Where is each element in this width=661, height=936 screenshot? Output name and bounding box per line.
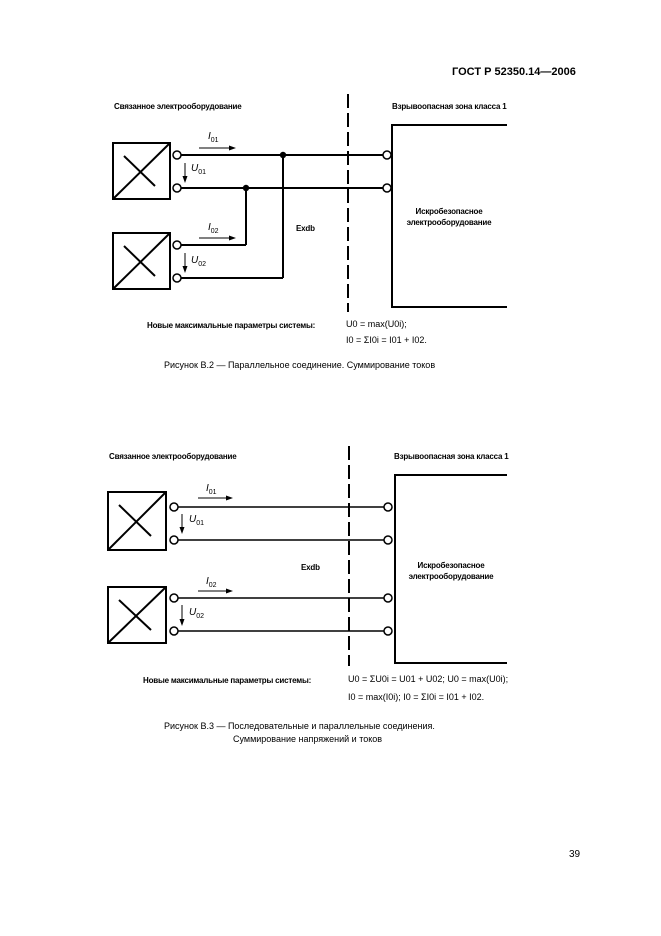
is-equipment-label-line2: электрооборудование bbox=[408, 572, 494, 581]
voltage-label-2: U02 bbox=[189, 607, 205, 620]
associated-apparatus-1 bbox=[107, 491, 167, 551]
is-equipment-label-line1: Искробезопасное bbox=[415, 207, 483, 216]
formula-line-1: U0 = ΣU0i = U01 + U02; U0 = max(U0i); bbox=[348, 674, 509, 684]
current-label-1: I01 bbox=[208, 131, 219, 144]
figure-caption-line2: Суммирование напряжений и токов bbox=[233, 734, 383, 744]
params-label: Новые максимальные параметры системы: bbox=[147, 321, 316, 330]
current-label-2: I02 bbox=[206, 576, 217, 589]
associated-equipment-title: Связанное электрооборудование bbox=[114, 102, 242, 111]
document-code: ГОСТ Р 52350.14—2006 bbox=[452, 66, 576, 78]
formula-line-2: I0 = ΣI0i = I01 + I02. bbox=[346, 335, 427, 345]
page-number: 39 bbox=[569, 849, 581, 860]
zone-label: Exdb bbox=[296, 224, 315, 233]
is-equipment-label-line1: Искробезопасное bbox=[417, 561, 485, 570]
figure-caption-line1: Рисунок В.3 — Последовательные и паралле… bbox=[164, 721, 435, 731]
hazardous-zone-title: Взрывоопасная зона класса 1 bbox=[392, 102, 507, 111]
current-label-1: I01 bbox=[206, 483, 217, 496]
zone-label: Exdb bbox=[301, 563, 320, 572]
voltage-label-2: U02 bbox=[191, 255, 207, 268]
formula-line-2: I0 = max(I0i); I0 = ΣI0i = I01 + I02. bbox=[348, 692, 485, 702]
voltage-label-1: U01 bbox=[191, 163, 207, 176]
hazardous-zone-title: Взрывоопасная зона класса 1 bbox=[394, 452, 509, 461]
voltage-label-1: U01 bbox=[189, 514, 205, 527]
is-equipment-label-line2: электрооборудование bbox=[406, 218, 492, 227]
associated-apparatus-1 bbox=[112, 142, 171, 200]
figure-caption: Рисунок В.2 — Параллельное соединение. С… bbox=[164, 360, 436, 370]
formula-line-1: U0 = max(U0i); bbox=[346, 319, 407, 329]
current-label-2: I02 bbox=[208, 222, 219, 235]
associated-apparatus-2 bbox=[107, 586, 167, 644]
associated-equipment-title: Связанное электрооборудование bbox=[109, 452, 237, 461]
params-label: Новые максимальные параметры системы: bbox=[143, 676, 312, 685]
associated-apparatus-2 bbox=[112, 232, 171, 290]
